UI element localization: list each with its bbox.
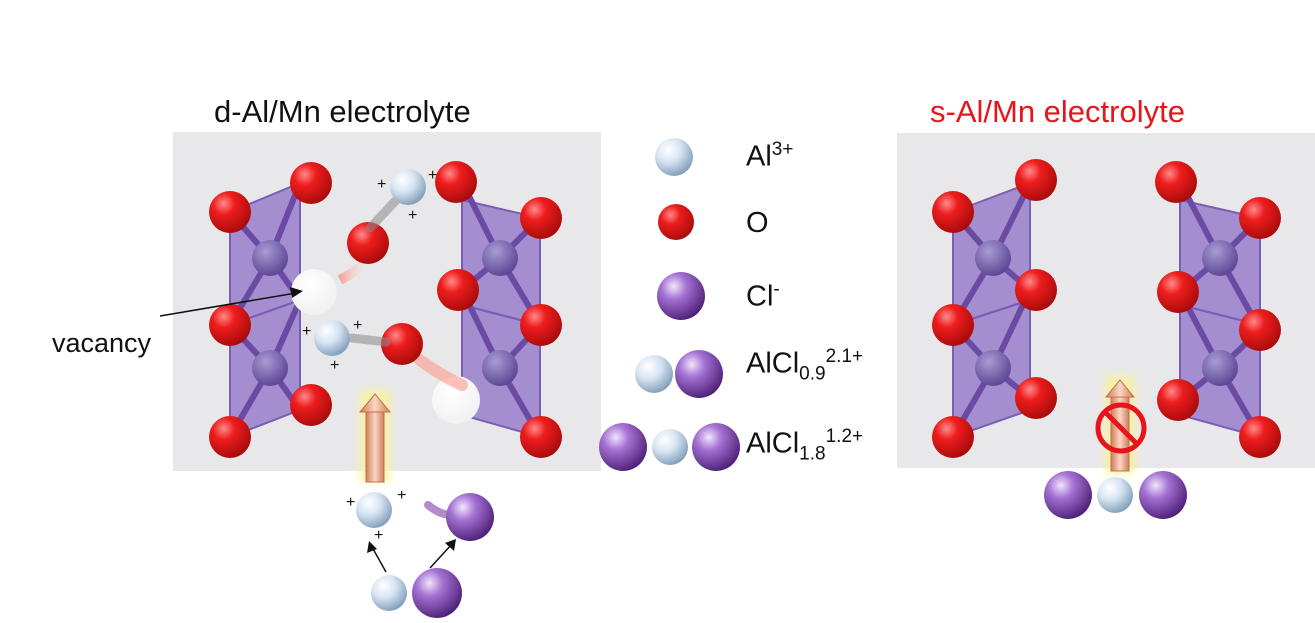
vacancy-pointer — [159, 292, 297, 317]
al-ion — [1097, 477, 1133, 513]
al-ion — [356, 492, 392, 528]
mn-atom — [482, 350, 518, 386]
charge-plus: + — [377, 176, 386, 193]
mn-atom — [252, 240, 288, 276]
charge-plus: + — [374, 527, 383, 544]
cl-ion — [1044, 471, 1092, 519]
o-atom — [1015, 269, 1057, 311]
vacancy-site — [432, 376, 480, 424]
left-mno-chain-1 — [209, 162, 332, 458]
cl-ion — [1139, 471, 1187, 519]
cl-ion — [446, 493, 494, 541]
charge-plus: + — [330, 357, 339, 374]
mn-atom — [975, 240, 1011, 276]
legend-alcl09-cl-icon — [675, 350, 723, 398]
o-atom — [1015, 159, 1057, 201]
right-mno-chain-1 — [932, 159, 1057, 458]
vacancy-label: vacancy — [52, 328, 152, 358]
legend-alcl18-cl-icon — [692, 423, 740, 471]
right-panel-title: s-Al/Mn electrolyte — [930, 94, 1185, 129]
cl-ion — [412, 568, 462, 618]
o-atom — [1155, 161, 1197, 203]
al-ion — [314, 320, 350, 356]
legend-label-al: Al3+ — [746, 139, 794, 173]
o-atom — [290, 162, 332, 204]
o-atom — [209, 416, 251, 458]
left-mno-chain-2 — [435, 161, 562, 458]
o-atom — [932, 304, 974, 346]
legend-cl-icon — [657, 272, 705, 320]
left-panel-title: d-Al/Mn electrolyte — [214, 94, 471, 129]
o-atom — [1157, 271, 1199, 313]
o-atom — [520, 304, 562, 346]
charge-plus: + — [346, 494, 355, 511]
al-ion — [371, 575, 407, 611]
mn-atom — [1202, 350, 1238, 386]
legend-label-alcl18: AlCl1.81.2+ — [746, 426, 864, 465]
o-atom — [209, 191, 251, 233]
legend-alcl09-al-icon — [635, 355, 673, 393]
o-atom — [1157, 379, 1199, 421]
legend-label-cl: Cl- — [746, 279, 780, 313]
o-atom — [209, 304, 251, 346]
o-atom — [435, 161, 477, 203]
o-atom — [1239, 309, 1281, 351]
charge-plus: + — [408, 207, 417, 224]
legend-alcl18-al-icon — [652, 429, 688, 465]
legend-al-icon — [655, 138, 693, 176]
charge-plus: + — [428, 167, 437, 184]
o-atom — [520, 197, 562, 239]
charge-plus: + — [397, 487, 406, 504]
insertion-arrow — [358, 390, 392, 483]
o-atom — [932, 191, 974, 233]
mn-atom — [975, 350, 1011, 386]
charge-plus: + — [302, 323, 311, 340]
o-atom — [932, 416, 974, 458]
displaced-o-atom — [381, 323, 423, 365]
al-ion — [390, 169, 426, 205]
mn-atom — [1202, 240, 1238, 276]
o-atom — [1239, 197, 1281, 239]
legend-alcl18-cl-icon — [599, 423, 647, 471]
dissociation-arrow — [429, 543, 453, 569]
legend-o-icon — [658, 204, 694, 240]
displaced-o-atom — [347, 222, 389, 264]
legend-label-alcl09: AlCl0.92.1+ — [746, 346, 864, 385]
charge-plus: + — [353, 317, 362, 334]
o-atom — [437, 269, 479, 311]
vacancy-site — [291, 269, 337, 315]
charge-marks: + + + + + + + + + — [302, 167, 437, 544]
o-atom — [290, 384, 332, 426]
dissociation-arrow — [371, 546, 387, 573]
forbidden-icon — [1095, 402, 1147, 454]
right-mno-chain-2 — [1155, 161, 1281, 458]
mn-atom — [482, 240, 518, 276]
legend-label-o: O — [746, 207, 769, 239]
mn-atom — [252, 350, 288, 386]
o-atom — [1239, 416, 1281, 458]
o-atom — [1015, 377, 1057, 419]
o-atom — [520, 416, 562, 458]
